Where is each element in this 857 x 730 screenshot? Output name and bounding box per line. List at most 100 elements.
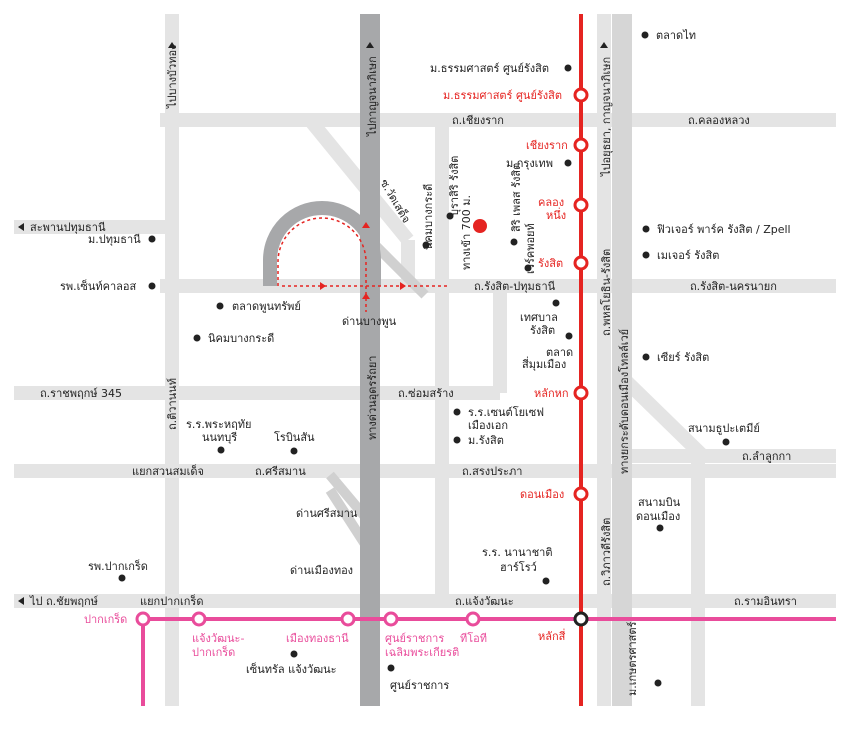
road-expressway-label: ทางด่วนอุดรรัถยา <box>366 356 379 441</box>
road-to-kanchanaphisek-label: ไปกาญจนาภิเษก <box>366 56 379 137</box>
red-line-station-labels: ม.ธรรมศาสตร์ ศูนย์รังสิต เชียงราก คลอง ห… <box>443 89 569 501</box>
thammasat-univ-label: ม.ธรรมศาสตร์ ศูนย์รังสิต <box>430 62 549 75</box>
government-center-label: ศูนย์ราชการ <box>390 679 449 692</box>
station-khlong-nueng-label-1: คลอง <box>538 196 564 209</box>
svg-text:นนทบุรี: นนทบุรี <box>202 431 237 444</box>
future-park-label: ฟิวเจอร์ พาร์ค รังสิต / Zpell <box>657 223 791 236</box>
mueang-thong-toll-label: ด่านเมืองทอง <box>290 564 353 577</box>
burasiri-label: นิคมบางกระดี <box>422 184 435 250</box>
rangsit-univ-label: ม.รังสิต <box>468 434 504 447</box>
robinson-label: โรบินสัน <box>274 430 315 444</box>
poi-labels: ตลาดไท ม.ธรรมศาสตร์ ศูนย์รังสิต ม.กรุงเท… <box>60 29 791 692</box>
major-rangsit-label: เมเจอร์ รังสิต <box>657 249 719 262</box>
station-chaeng-watthana-pak-kret-marker <box>191 611 207 627</box>
st-carlos-label: รพ.เซ็นท์คาลอส <box>60 279 137 293</box>
central-chaengwattana-label: เซ็นทรัล แจ้งวัฒนะ <box>246 662 337 676</box>
station-cwpk-label-2: ปากเกร็ด <box>192 645 235 659</box>
road-tiwanon-label: ถ.ติวานนท์ <box>166 378 179 430</box>
station-thammasat-marker <box>573 87 589 103</box>
destination-label: ทางเข้า 700 ม. <box>460 195 473 270</box>
station-chiang-rak-label: เชียงราก <box>526 139 568 152</box>
station-khlong-nueng-marker <box>573 197 589 213</box>
station-rangsit-marker <box>573 255 589 271</box>
talad-poonsap-label: ตลาดพูนทรัพย์ <box>232 300 301 313</box>
station-lak-si-interchange[interactable] <box>573 611 589 627</box>
to-chaiyaphruek-label: ไป ถ.ชัยพฤกษ์ <box>29 595 98 608</box>
pak-kret-junction-label: แยกปากเกร็ด <box>140 594 204 608</box>
station-pak-kret-marker <box>135 611 151 627</box>
station-muang-thong-label: เมืองทองธานี <box>286 632 349 645</box>
kasetsart-label: ม.เกษตรศาสตร์ <box>626 622 639 696</box>
st-joseph-label: ร.ร.เซนต์โยเซฟ <box>468 405 544 419</box>
sri-saman-toll-label: ด่านศรีสมาน <box>296 507 358 520</box>
red-line-stations[interactable] <box>573 87 589 502</box>
bang-phun-toll-label: ด่านบางพูน <box>342 315 397 328</box>
pink-line-station-labels: ปากเกร็ด แจ้งวัฒนะ- ปากเกร็ด เมืองทองธาน… <box>84 612 487 659</box>
road-chaeng-watthana-label: ถ.แจ้งวัฒนะ <box>455 595 514 608</box>
road-phaholyothin-label: ถ.พหลโยธิน-รังสิต <box>599 249 613 336</box>
rangsit-municipality-label: เทศบาล <box>520 311 558 324</box>
road-chom-sang-label: ถ.ซ่อมสร้าง <box>398 387 454 400</box>
station-government-label-1: ศูนย์ราชการ <box>385 632 444 645</box>
station-tot-marker <box>465 611 481 627</box>
svg-text:สี่มุมเมือง: สี่มุมเมือง <box>522 356 567 371</box>
svg-text:ฮาร์โรว์: ฮาร์โรว์ <box>500 560 537 574</box>
talad-thai-label: ตลาดไท <box>656 29 696 42</box>
harrow-label: ร.ร. นานาชาติ <box>482 546 553 559</box>
station-chiang-rak-marker <box>573 137 589 153</box>
workpoint-label: สิริ เพลส รังสิต <box>510 163 523 233</box>
sanam-thupatemi-label: สนามธูปะเตมีย์ <box>688 422 760 435</box>
station-pak-kret-label: ปากเกร็ด <box>84 612 127 626</box>
pathum-bridge-label: สะพานปทุมธานี <box>30 221 106 234</box>
station-lak-si-label: หลักสี่ <box>538 628 566 643</box>
svg-text:ดอนเมือง: ดอนเมือง <box>636 510 680 523</box>
pakkret-hospital-label: รพ.ปากเกร็ด <box>88 559 148 573</box>
direction-arrows <box>18 42 608 605</box>
road-to-bang-bua-thong-label: ไปบางบัวทอง <box>166 45 179 109</box>
station-thammasat-label: ม.ธรรมศาสตร์ ศูนย์รังสิต <box>443 89 562 102</box>
station-don-mueang-marker <box>573 486 589 502</box>
nikhom-bangkradi-label: นิคมบางกระดี <box>208 332 274 345</box>
road-don-mueang-tollway-label: ทางยกระดับดอนเมืองโทลล์เวย์ <box>617 329 631 474</box>
road-to-ayutthaya-label: ไปอยุธยา, กาญจนาภิเษก <box>600 57 613 177</box>
station-cwpk-label-1: แจ้งวัฒนะ- <box>192 632 244 645</box>
station-government-label-2: เฉลิมพระเกียรติ <box>385 646 459 659</box>
phrahathai-label: ร.ร.พระหฤทัย <box>186 418 251 431</box>
station-don-mueang-label: ดอนเมือง <box>520 488 564 501</box>
road-labels: ถ.เชียงราก ถ.คลองหลวง ถ.รังสิต-ปทุมธานี … <box>29 114 797 608</box>
road-rangsit-pathum-label: ถ.รังสิต-ปทุมธานี <box>474 280 556 293</box>
station-muang-thong-marker <box>340 611 356 627</box>
svg-text:เมืองเอก: เมืองเอก <box>468 419 508 432</box>
road-vibhavadi-label: ถ.วิภาวดีรังสิต <box>600 518 613 586</box>
road-rangsit-nakhon-nayok-label: ถ.รังสิต-นครนายก <box>690 280 777 293</box>
suan-somdet-junction-label: แยกสวนสมเด็จ <box>132 464 204 478</box>
krungthep-univ-label: ม.กรุงเทพ <box>506 157 553 170</box>
road-khlong-luang-label: ถ.คลองหลวง <box>688 114 750 127</box>
road-ram-inthra-label: ถ.รามอินทรา <box>734 595 797 608</box>
pink-line-stations[interactable] <box>135 611 481 627</box>
siriplace-label: บุราสิริ รังสิต <box>448 156 461 216</box>
road-ratchaphruek-label: ถ.ราชพฤกษ์ 345 <box>40 387 122 400</box>
route-arrowheads <box>320 222 406 299</box>
station-tot-label: ทีโอที <box>460 631 487 645</box>
pathumthani-univ-label: ม.ปทุมธานี <box>88 233 141 246</box>
loop-interchange <box>263 201 381 286</box>
dark-roads <box>360 14 632 706</box>
station-lak-hok-marker <box>573 385 589 401</box>
station-khlong-nueng-label-2: หนึ่ง <box>546 207 566 222</box>
don-mueang-airport-label: สนามบิน <box>638 496 681 509</box>
destination-marker[interactable] <box>473 219 487 233</box>
station-rangsit-label: รังสิต <box>538 257 563 270</box>
svg-text:รังสิต: รังสิต <box>530 324 555 337</box>
zeer-rangsit-label: เซียร์ รังสิต <box>657 351 709 364</box>
station-government-complex-marker <box>383 611 399 627</box>
road-sri-saman-label: ถ.ศรีสมาน <box>255 465 306 478</box>
pathumvech-label: เวิร์คพอยท์ <box>524 223 537 274</box>
road-song-prachao-label: ถ.สรงประภา <box>462 465 522 478</box>
talad-simummuang-label: ตลาด <box>546 346 573 359</box>
road-lam-luk-ka-label: ถ.ลำลูกกา <box>742 450 791 463</box>
poi-dots <box>118 31 730 687</box>
station-lak-hok-label: หลักหก <box>534 387 569 400</box>
road-chiang-rak-label: ถ.เชียงราก <box>452 114 504 127</box>
